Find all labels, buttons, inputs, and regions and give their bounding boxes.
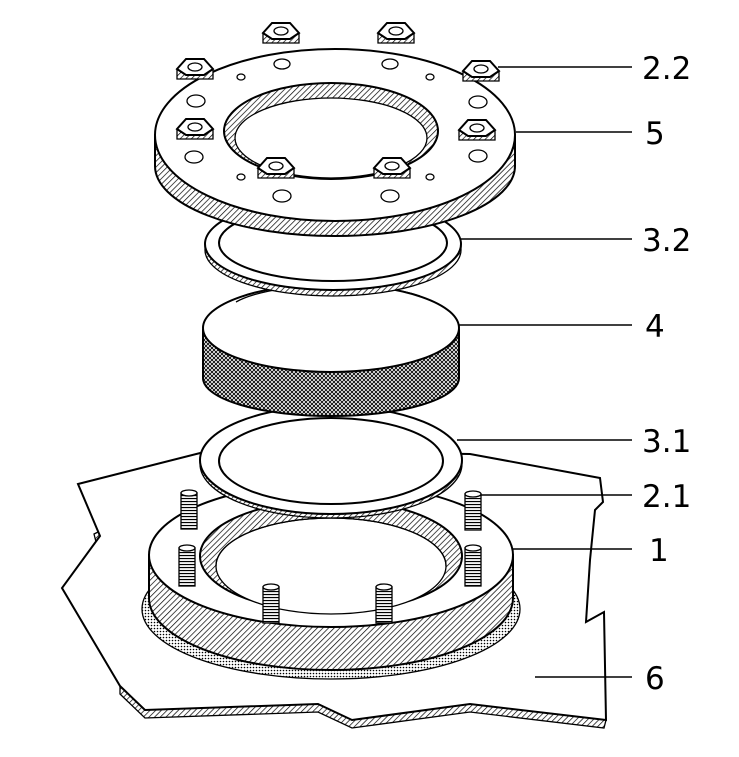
callout-label-stud: 2.1 <box>642 479 691 515</box>
nut <box>372 157 412 179</box>
stud <box>464 544 482 587</box>
callout-label-base-flange: 1 <box>649 533 669 569</box>
stud <box>375 583 393 624</box>
callout-label-plate: 6 <box>645 661 665 697</box>
callout-label-upper-gasket: 3.2 <box>642 223 691 259</box>
lower-gasket <box>199 405 463 519</box>
callout-label-disc: 4 <box>645 309 665 345</box>
leader-lines <box>457 66 632 678</box>
stud <box>464 490 482 531</box>
callout-label-cover-flange: 5 <box>645 116 665 152</box>
nut <box>175 118 215 140</box>
nut <box>457 119 497 141</box>
stud <box>262 583 280 624</box>
stud <box>180 489 198 530</box>
nut <box>175 58 215 80</box>
callout-label-nut: 2.2 <box>642 51 691 87</box>
nuts <box>175 22 501 179</box>
nut <box>256 157 296 179</box>
nut <box>461 60 501 82</box>
callout-labels: 2.2 5 3.2 4 3.1 2.1 1 6 <box>642 51 691 697</box>
disc <box>202 283 460 417</box>
stud <box>178 544 196 587</box>
nut <box>376 22 416 44</box>
nut <box>261 22 301 44</box>
callout-label-lower-gasket: 3.1 <box>642 424 691 460</box>
bolt-holes <box>184 58 488 203</box>
